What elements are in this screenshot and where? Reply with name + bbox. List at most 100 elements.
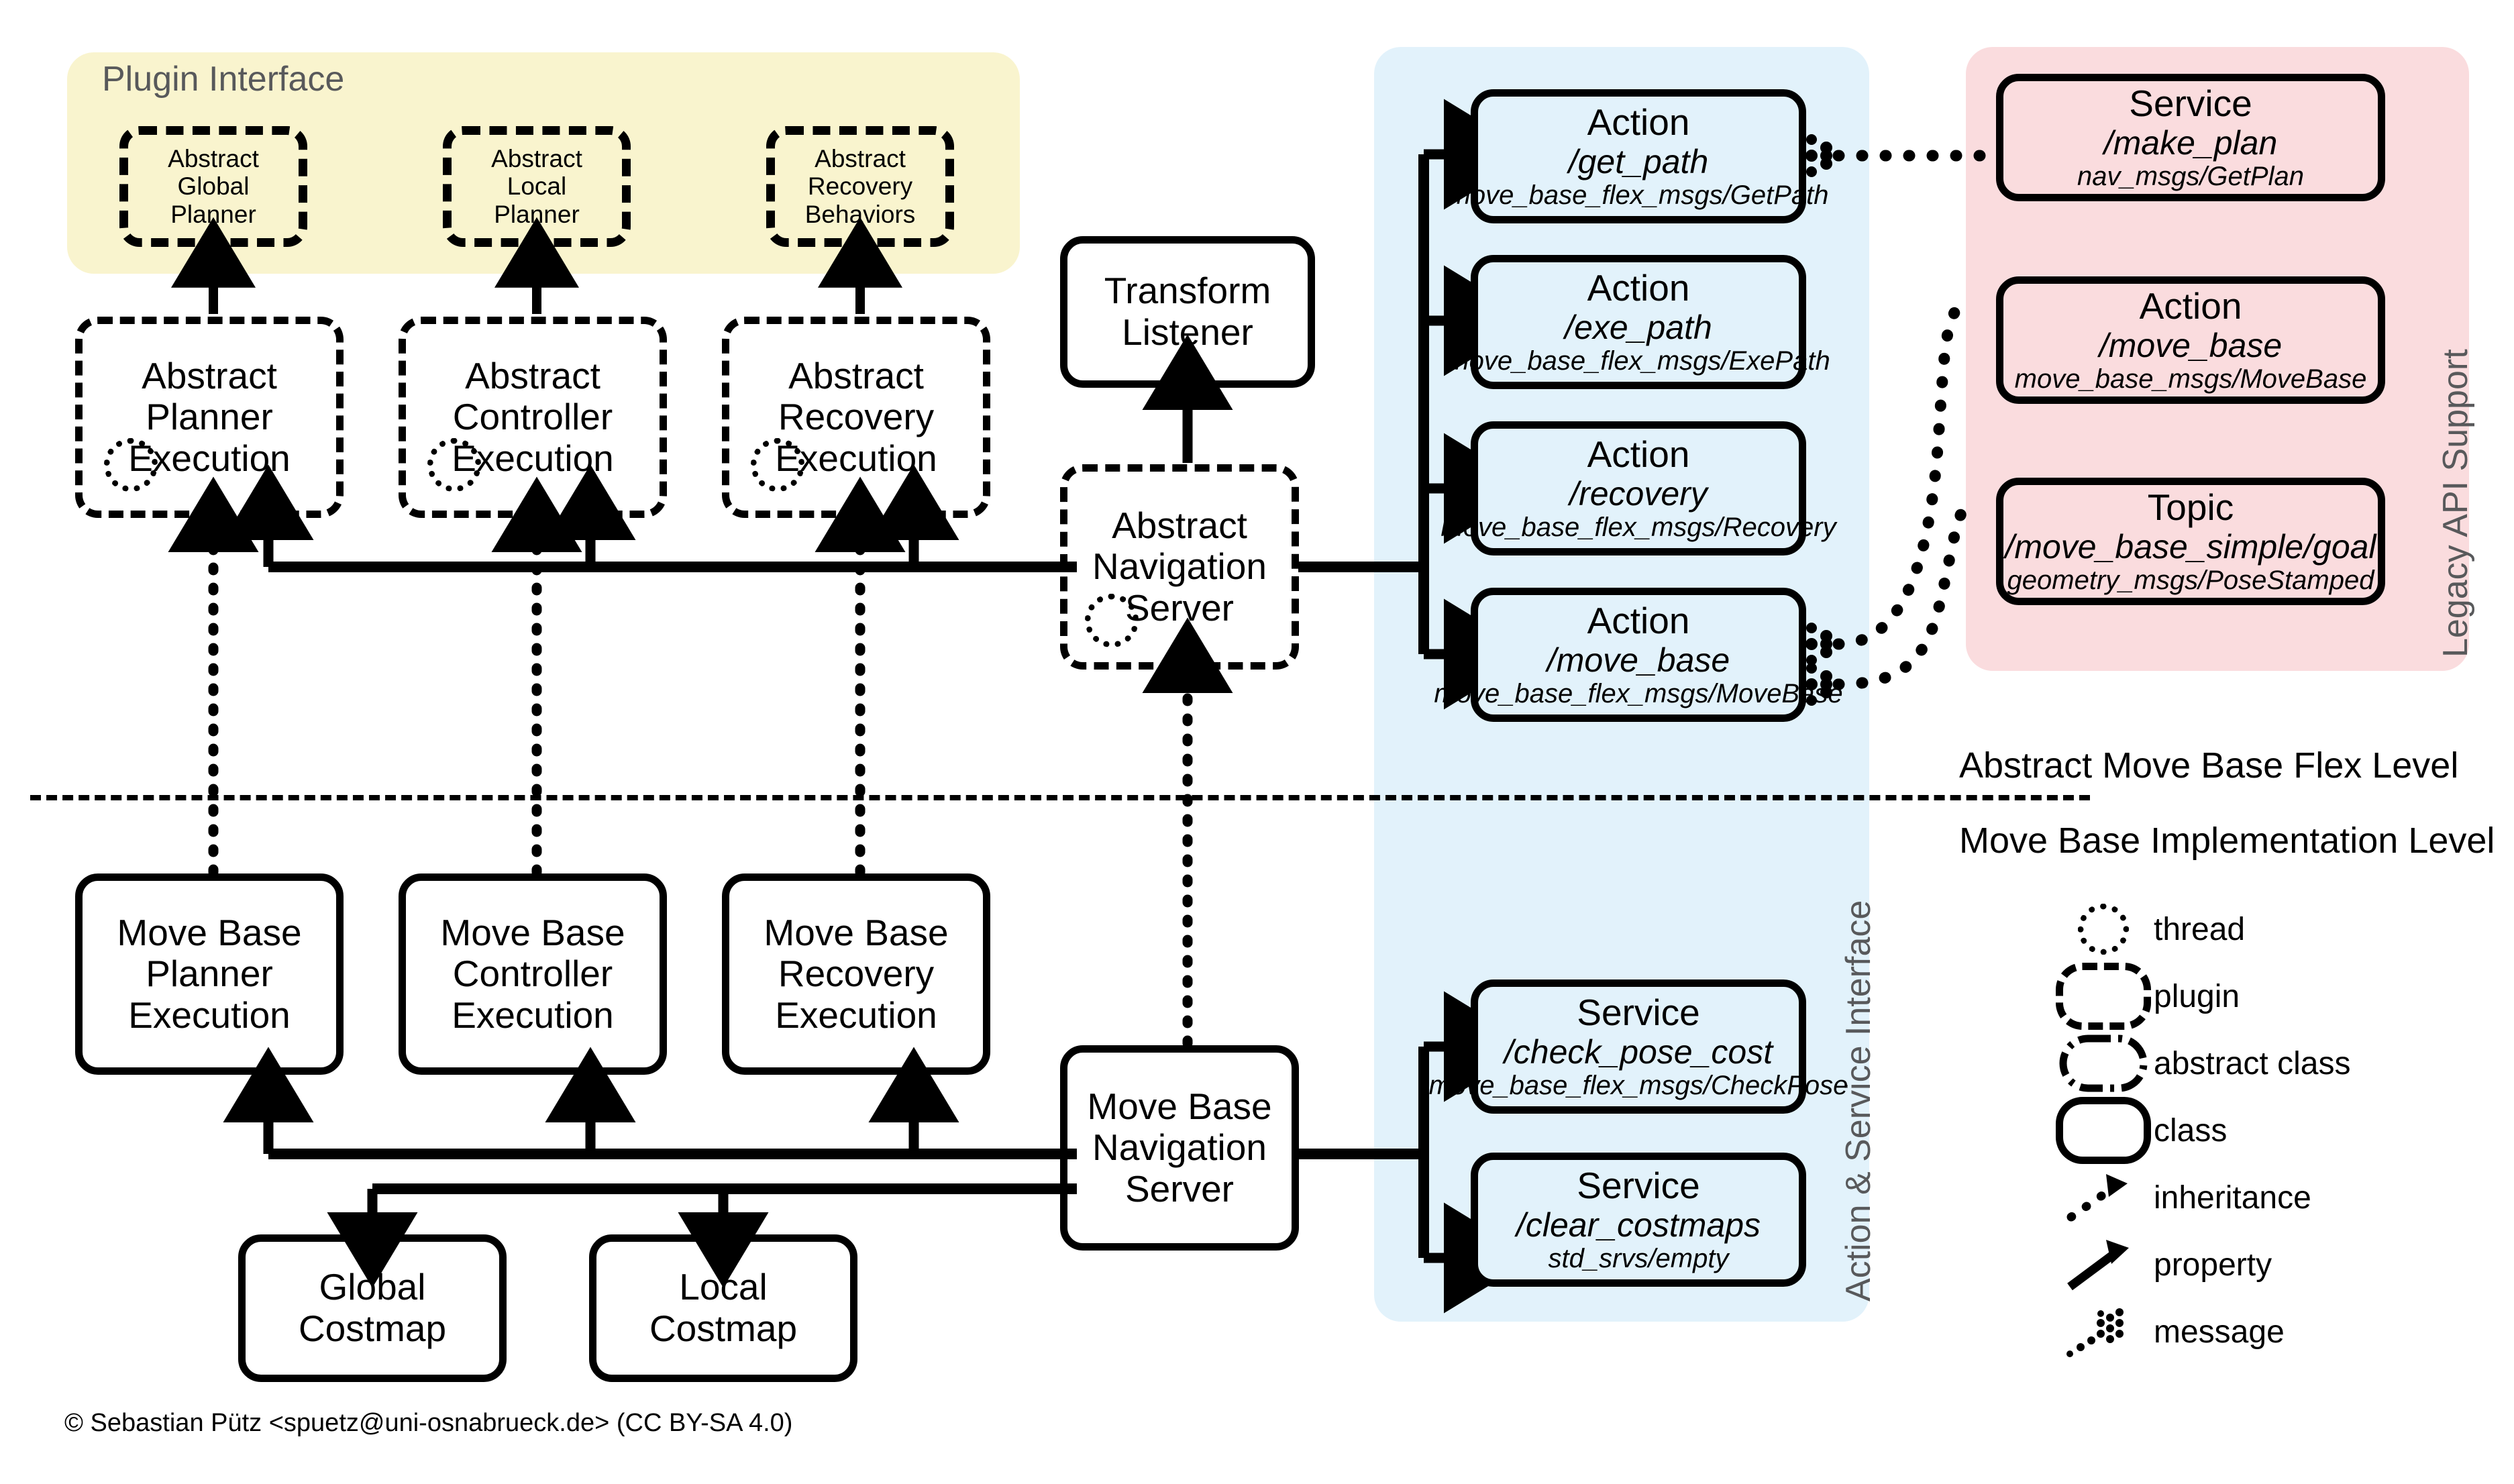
plugin-line-3: Planner [170,200,256,228]
action-kind: Action [1587,101,1690,143]
global-costmap[interactable]: Global Costmap [238,1234,507,1382]
action-name: /get_path [1568,143,1709,181]
class-icon [2053,1097,2154,1164]
service-kind: Service [1577,1164,1700,1206]
node-line-1: Abstract [142,354,277,396]
legacy-kind: Topic [2147,486,2234,528]
move-base-controller-execution[interactable]: Move Base Controller Execution [399,873,667,1075]
thread-icon [427,438,481,492]
abstract-controller-execution[interactable]: Abstract Controller Execution [399,317,667,518]
thread-icon [751,438,804,492]
level-divider [30,795,2090,800]
plugin-line-1: Abstract [491,144,582,172]
node-line-3: Server [1125,586,1234,629]
node-line-1: Global [319,1266,426,1308]
abstract-planner-execution[interactable]: Abstract Planner Execution [75,317,344,518]
node-line-2: Recovery [778,396,935,438]
node-line-2: Navigation [1092,545,1267,588]
legend-item-message: message [2053,1302,2285,1362]
node-line-1: Move Base [1087,1085,1272,1127]
abstract-class-icon [2053,1033,2154,1094]
action-exe-path[interactable]: Action /exe_path move_base_flex_msgs/Exe… [1447,255,1830,389]
legend-item-plugin: plugin [2053,963,2240,1030]
copyright-notice: © Sebastian Pütz <spuetz@uni-osnabrueck.… [64,1409,793,1437]
legacy-type: geometry_msgs/PoseStamped [2007,566,2374,596]
legacy-kind: Service [2129,82,2252,124]
plugin-abstract-local-planner[interactable]: Abstract Local Planner [443,126,631,247]
service-clear-costmaps[interactable]: Service /clear_costmaps std_srvs/empty [1471,1153,1806,1287]
action-kind: Action [1587,266,1690,309]
property-icon [2053,1234,2154,1295]
move-base-recovery-execution[interactable]: Move Base Recovery Execution [722,873,990,1075]
node-line-2: Controller [452,396,613,438]
node-line-2: Planner [146,396,273,438]
node-line-1: Move Base [764,911,949,953]
node-line-3: Execution [452,994,614,1036]
legend-label: abstract class [2154,1045,2351,1081]
legacy-name: /move_base_simple/goal [2005,528,2376,566]
thread-icon [104,438,158,492]
thread-icon [2053,899,2154,959]
service-name: /check_pose_cost [1504,1033,1773,1071]
action-move-base[interactable]: Action /move_base move_base_flex_msgs/Mo… [1434,588,1843,722]
node-line-2: Costmap [649,1308,798,1349]
plugin-line-1: Abstract [168,144,259,172]
action-recovery[interactable]: Action /recovery move_base_flex_msgs/Rec… [1441,421,1836,555]
node-line-1: Abstract [465,354,600,396]
move-base-planner-execution[interactable]: Move Base Planner Execution [75,873,344,1075]
legend-item-inheritance: inheritance [2053,1167,2311,1228]
legend-item-class: class [2053,1097,2227,1164]
node-line-1: Move Base [440,911,625,953]
action-type: move_base_flex_msgs/Recovery [1441,513,1836,543]
plugin-icon [2053,963,2154,1030]
abstract-recovery-execution[interactable]: Abstract Recovery Execution [722,317,990,518]
local-costmap[interactable]: Local Costmap [589,1234,857,1382]
thread-icon [1085,594,1139,647]
action-type: move_base_flex_msgs/GetPath [1448,180,1829,211]
legend-label: property [2154,1247,2272,1283]
legacy-type: move_base_msgs/MoveBase [2014,364,2367,394]
legend-item-abstract-class: abstract class [2053,1033,2350,1094]
node-line-1: Local [679,1266,768,1308]
panel-label-plugin-interface: Plugin Interface [102,60,345,99]
action-name: /recovery [1569,475,1708,513]
action-name: /move_base [1547,641,1730,680]
legacy-service-make-plan[interactable]: Service /make_plan nav_msgs/GetPlan [1996,74,2385,201]
action-name: /exe_path [1565,309,1712,347]
legacy-action-move-base[interactable]: Action /move_base move_base_msgs/MoveBas… [1996,276,2385,404]
plugin-line-2: Recovery [807,172,913,201]
plugin-line-3: Planner [494,200,580,228]
node-line-3: Execution [128,994,291,1036]
node-line-2: Listener [1122,311,1253,353]
node-line-1: Move Base [117,911,302,953]
level-label-implementation: Move Base Implementation Level [1959,820,2495,861]
legacy-type: nav_msgs/GetPlan [2077,162,2304,192]
action-get-path[interactable]: Action /get_path move_base_flex_msgs/Get… [1449,89,1829,223]
action-type: move_base_flex_msgs/ExePath [1447,346,1830,376]
transform-listener[interactable]: Transform Listener [1060,236,1315,388]
legacy-name: /move_base [2099,327,2283,365]
node-line-2: Controller [452,953,613,995]
inheritance-icon [2053,1167,2154,1228]
service-kind: Service [1577,991,1700,1033]
plugin-line-2: Local [507,172,567,201]
legacy-kind: Action [2139,284,2242,327]
legacy-topic-move-base-simple-goal[interactable]: Topic /move_base_simple/goal geometry_ms… [1996,478,2385,605]
node-line-2: Recovery [778,953,935,995]
abstract-navigation-server[interactable]: Abstract Navigation Server [1060,464,1299,670]
move-base-navigation-server[interactable]: Move Base Navigation Server [1060,1045,1299,1251]
plugin-abstract-global-planner[interactable]: Abstract Global Planner [119,126,307,247]
plugin-line-1: Abstract [815,144,906,172]
plugin-abstract-recovery-behaviors[interactable]: Abstract Recovery Behaviors [766,126,954,247]
legend-item-property: property [2053,1234,2272,1295]
legacy-name: /make_plan [2103,124,2278,162]
action-kind: Action [1587,433,1690,475]
service-type: move_base_flex_msgs/CheckPose [1428,1071,1848,1101]
node-line-2: Costmap [298,1308,447,1349]
level-label-abstract: Abstract Move Base Flex Level [1959,745,2459,786]
node-line-3: Server [1125,1167,1234,1210]
service-check-pose-cost[interactable]: Service /check_pose_cost move_base_flex_… [1429,979,1848,1114]
service-name: /clear_costmaps [1516,1206,1761,1244]
node-line-2: Navigation [1092,1126,1267,1169]
